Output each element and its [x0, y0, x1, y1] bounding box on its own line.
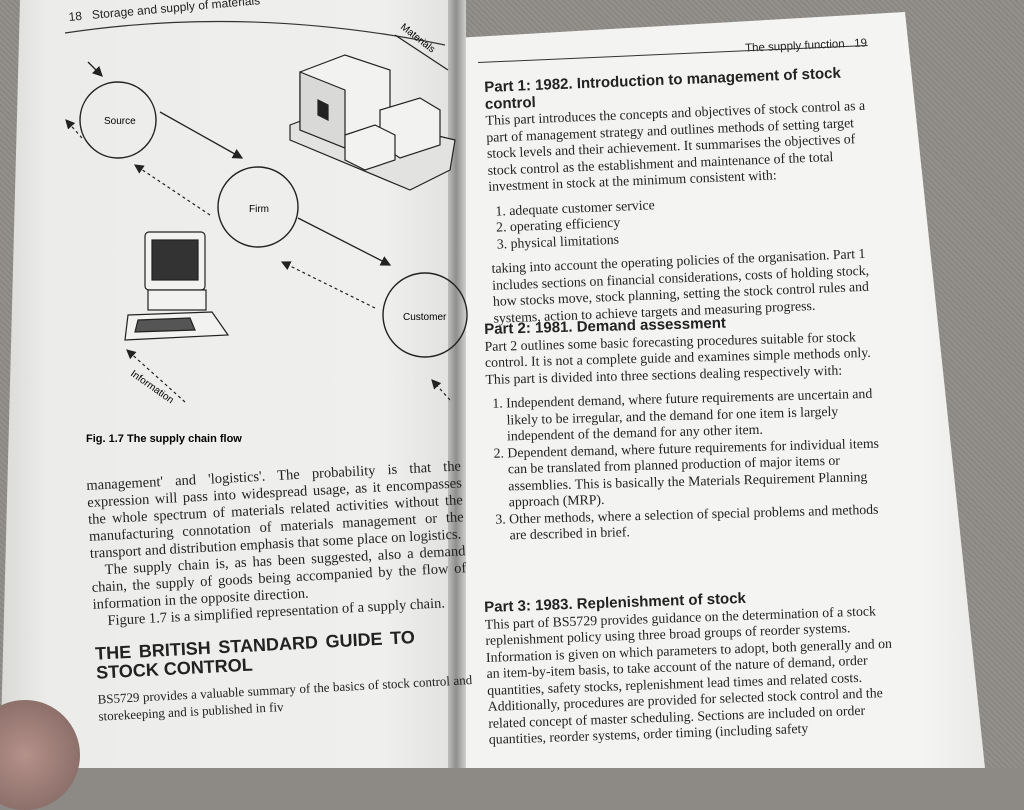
- arrow-information: [134, 164, 211, 216]
- node-label-firm: Firm: [249, 204, 269, 215]
- figure-caption: Fig. 1.7 The supply chain flow: [86, 433, 242, 445]
- part1-section: Part 1: 1982. Introduction to management…: [484, 64, 889, 327]
- right-page: [455, 12, 985, 768]
- supply-chain-diagram: Source Firm Customer Materials Informati…: [64, 20, 468, 445]
- paragraph: This part introduces the concepts and ob…: [485, 97, 866, 194]
- information-label: Information: [128, 368, 175, 406]
- arrow-in: [87, 61, 103, 77]
- computer-illustration: [124, 231, 230, 341]
- arrow-information: [280, 261, 376, 309]
- part3-section: Part 3: 1983. Replenishment of stock Thi…: [484, 586, 899, 749]
- list-item: Dependent demand, where future requireme…: [507, 435, 884, 511]
- left-body-text: management' and 'logistics'. The probabi…: [86, 458, 473, 724]
- section-heading: THE BRITISH STANDARD GUIDE TO STOCK CONT…: [94, 627, 416, 683]
- arrow-materials: [394, 34, 449, 71]
- book-gutter: [448, 0, 466, 768]
- arrow-information: [431, 379, 451, 401]
- arrow-information: [126, 349, 186, 403]
- paragraph: Part 2 outlines some basic forecasting p…: [484, 328, 871, 387]
- part2-section: Part 2: 1981. Demand assessment Part 2 o…: [484, 312, 885, 553]
- arrow-materials: [297, 217, 392, 266]
- arrow-information: [65, 119, 83, 139]
- page-number: 19: [854, 37, 868, 50]
- firm-node: [217, 166, 299, 248]
- source-node: [79, 81, 157, 159]
- node-label-source: Source: [104, 116, 136, 127]
- node-label-customer: Customer: [403, 312, 447, 323]
- pallet-boxes-illustration: [289, 54, 456, 191]
- customer-node: [382, 272, 468, 358]
- header-rule: [64, 20, 446, 46]
- paragraph: This part of BS5729 provides guidance on…: [484, 602, 893, 747]
- arrow-materials: [159, 111, 244, 159]
